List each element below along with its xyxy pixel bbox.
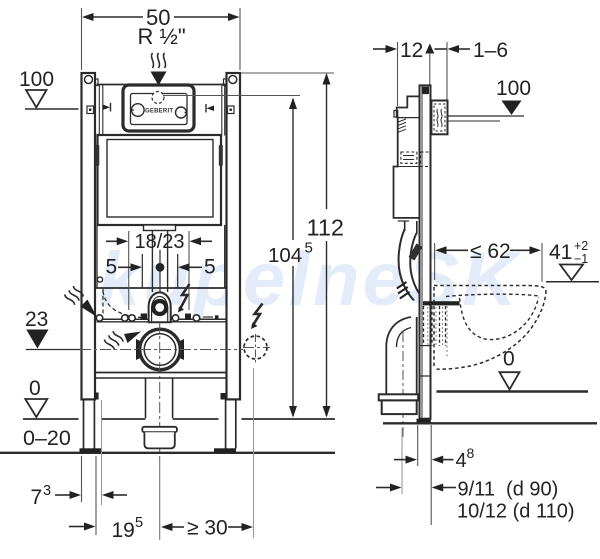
svg-text:0–20: 0–20: [23, 426, 71, 450]
svg-text:5: 5: [106, 256, 118, 279]
svg-text:12: 12: [400, 39, 423, 62]
svg-text:+2: +2: [574, 239, 588, 253]
svg-text:104: 104: [268, 244, 302, 267]
svg-text:23: 23: [25, 308, 48, 331]
svg-text:5: 5: [204, 256, 216, 279]
svg-text:100: 100: [19, 68, 54, 91]
svg-text:19: 19: [112, 519, 135, 542]
svg-text:GEBERIT: GEBERIT: [145, 109, 173, 115]
svg-text:5: 5: [305, 240, 313, 257]
svg-text:1–6: 1–6: [473, 39, 508, 62]
svg-text:9/11 (d 90): 9/11 (d 90): [458, 479, 559, 501]
svg-text:10/12 (d 110): 10/12 (d 110): [457, 501, 575, 523]
svg-text:18/23: 18/23: [135, 231, 185, 253]
svg-text:7: 7: [31, 486, 43, 509]
svg-text:R ½": R ½": [138, 24, 186, 49]
svg-text:112: 112: [307, 215, 344, 241]
svg-text:≤ 62: ≤ 62: [470, 240, 511, 263]
svg-text:41: 41: [549, 241, 572, 264]
svg-text:5: 5: [135, 515, 143, 531]
svg-text:50: 50: [146, 5, 170, 30]
svg-text:3: 3: [43, 483, 51, 499]
svg-text:100: 100: [496, 77, 531, 100]
svg-text:0: 0: [503, 348, 515, 371]
svg-text:0: 0: [29, 377, 41, 400]
svg-text:8: 8: [467, 445, 475, 461]
svg-text:4: 4: [456, 450, 467, 472]
svg-text:≥ 30: ≥ 30: [187, 517, 228, 540]
svg-text:−1: −1: [574, 252, 588, 266]
